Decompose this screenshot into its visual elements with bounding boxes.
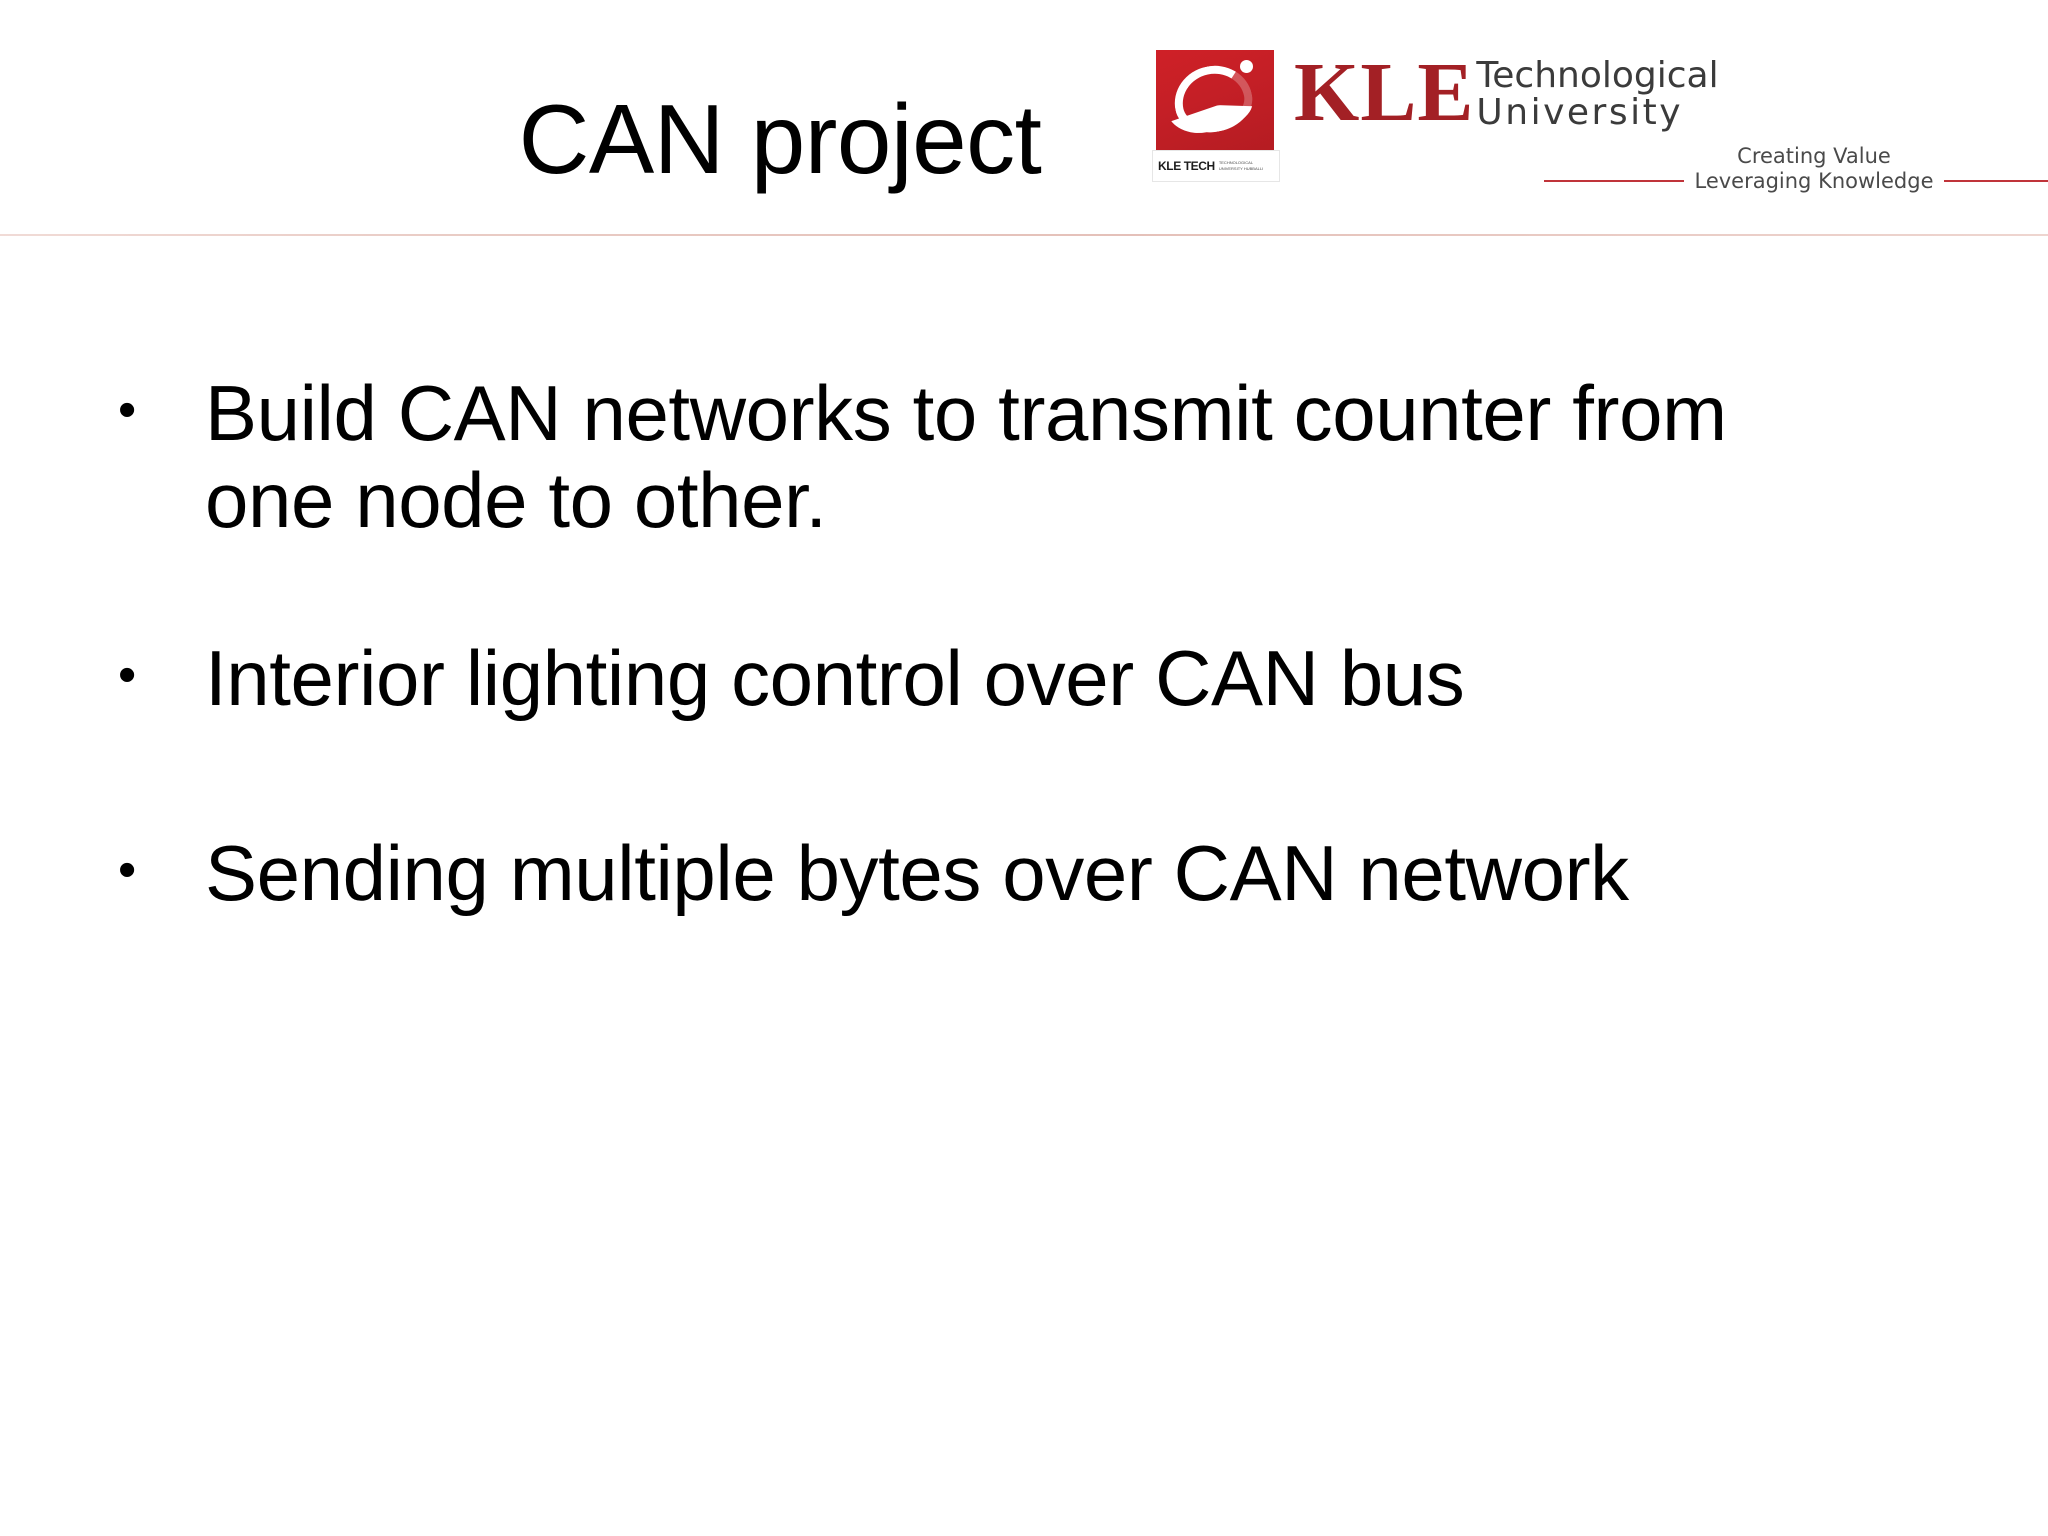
kle-emblem-icon bbox=[1156, 50, 1274, 150]
badge-sub-line-2: UNIVERSITY HUBBALLI bbox=[1218, 166, 1264, 171]
kle-university-logo: KLE TECH TECHNOLOGICAL UNIVERSITY HUBBAL… bbox=[1152, 46, 2048, 193]
tagline-rule-right-icon bbox=[1943, 180, 2048, 183]
badge-primary-text: KLE TECH bbox=[1158, 159, 1215, 173]
slide-title: CAN project bbox=[518, 84, 1042, 194]
logo-tagline: Creating Value Leveraging Knowledge bbox=[1444, 144, 2048, 193]
logo-mark-group: KLE TECH TECHNOLOGICAL UNIVERSITY HUBBAL… bbox=[1152, 50, 1280, 182]
wordmark-university-text: University bbox=[1476, 91, 1684, 133]
bullet-text: Sending multiple bytes over CAN network bbox=[205, 829, 1629, 918]
bullet-item: • Build CAN networks to transmit counter… bbox=[110, 369, 1990, 545]
tagline-rule-left-icon bbox=[1544, 180, 1685, 183]
bullet-text: Interior lighting control over CAN bus bbox=[205, 633, 1465, 722]
bullet-point-icon: • bbox=[118, 381, 136, 439]
slide-bullet-list: • Build CAN networks to transmit counter… bbox=[110, 369, 1990, 918]
tagline-creating-value: Creating Value bbox=[1737, 144, 1891, 168]
wordmark-row: KLE Technological University bbox=[1294, 46, 1719, 139]
tagline-leveraging-knowledge: Leveraging Knowledge bbox=[1694, 169, 1934, 194]
badge-sub-text: TECHNOLOGICAL UNIVERSITY HUBBALLI bbox=[1219, 161, 1263, 171]
bullet-item: • Interior lighting control over CAN bus bbox=[110, 633, 1990, 722]
wordmark-technological-text: Technological bbox=[1476, 55, 1719, 96]
bullet-point-icon: • bbox=[118, 841, 136, 900]
wordmark-right-stack: Technological University bbox=[1476, 54, 1718, 131]
emblem-dot-shape bbox=[1240, 60, 1253, 73]
bullet-item: • Sending multiple bytes over CAN networ… bbox=[110, 829, 1990, 918]
tagline-second-row: Leveraging Knowledge bbox=[1444, 169, 2048, 193]
header-divider bbox=[0, 234, 2048, 236]
bullet-point-icon: • bbox=[118, 645, 136, 704]
wordmark-kle-text: KLE bbox=[1294, 46, 1475, 139]
logo-wordmark: KLE Technological University Creating Va… bbox=[1294, 46, 2048, 193]
bullet-text: Build CAN networks to transmit counter f… bbox=[205, 369, 1727, 545]
badge-sub-line-1: TECHNOLOGICAL bbox=[1218, 160, 1254, 165]
kle-tech-badge: KLE TECH TECHNOLOGICAL UNIVERSITY HUBBAL… bbox=[1152, 150, 1280, 182]
